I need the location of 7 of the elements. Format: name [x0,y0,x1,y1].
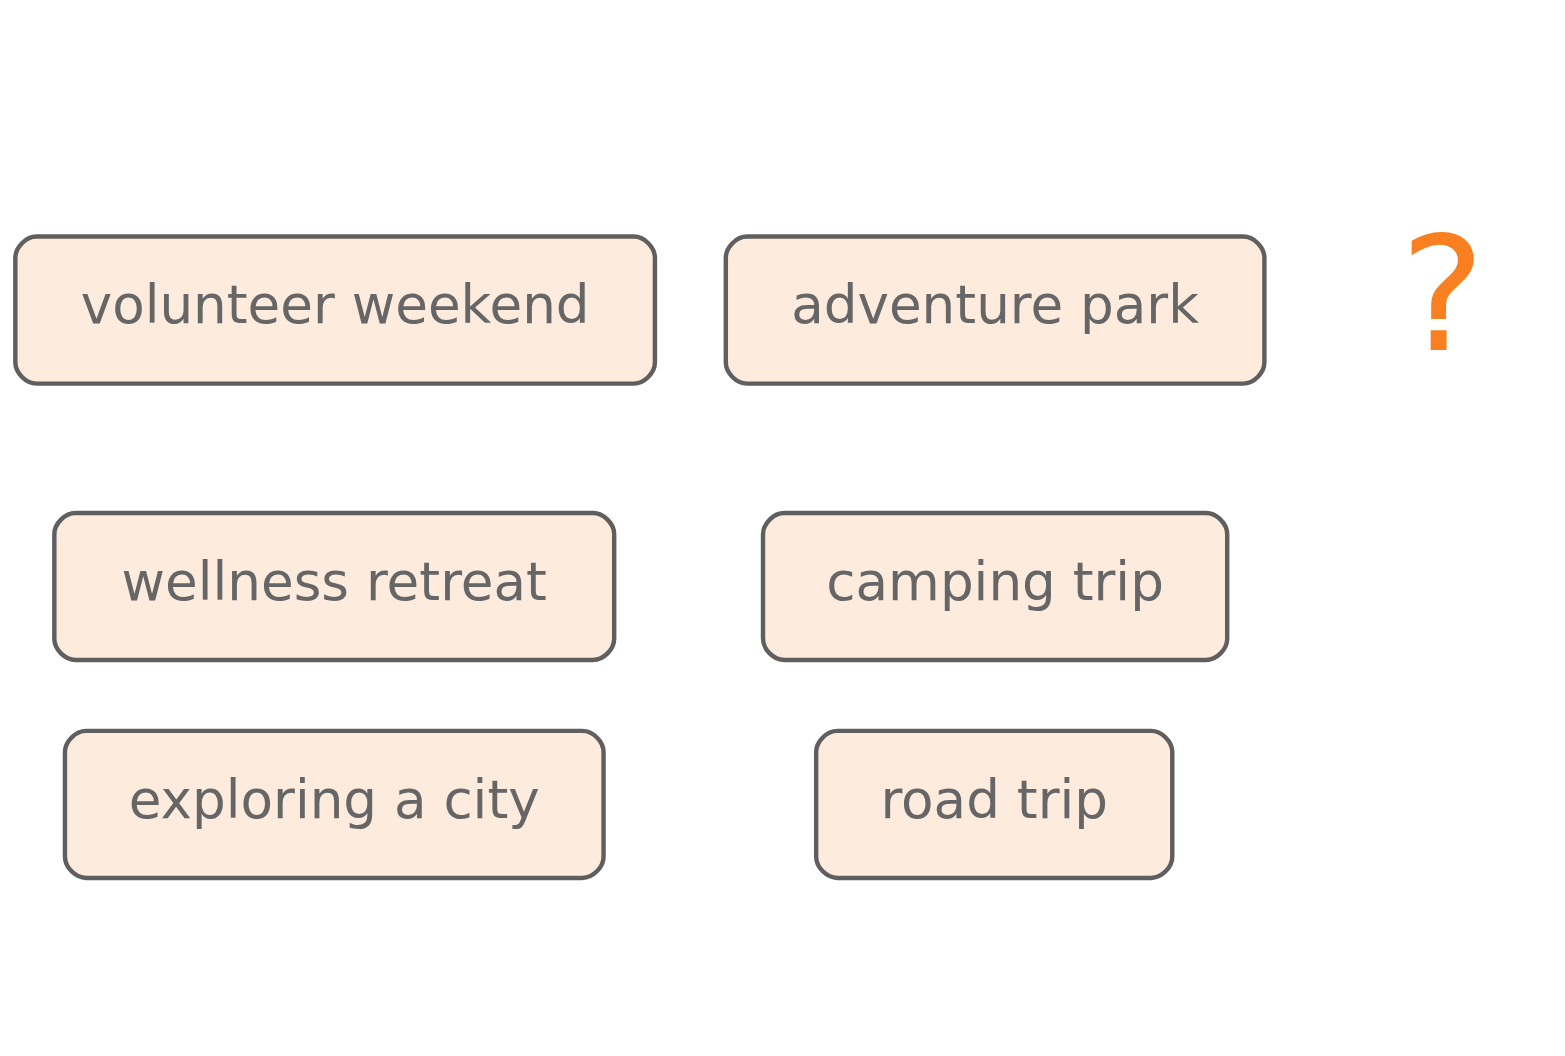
node-box: exploring a city [62,728,606,881]
node-box: adventure park [723,234,1267,386]
label: ? [1400,201,1485,388]
node-box: road trip [813,728,1175,881]
node-box: wellness retreat [52,510,617,663]
node-box: camping trip [760,510,1230,663]
node-box: volunteer weekend [13,234,658,386]
